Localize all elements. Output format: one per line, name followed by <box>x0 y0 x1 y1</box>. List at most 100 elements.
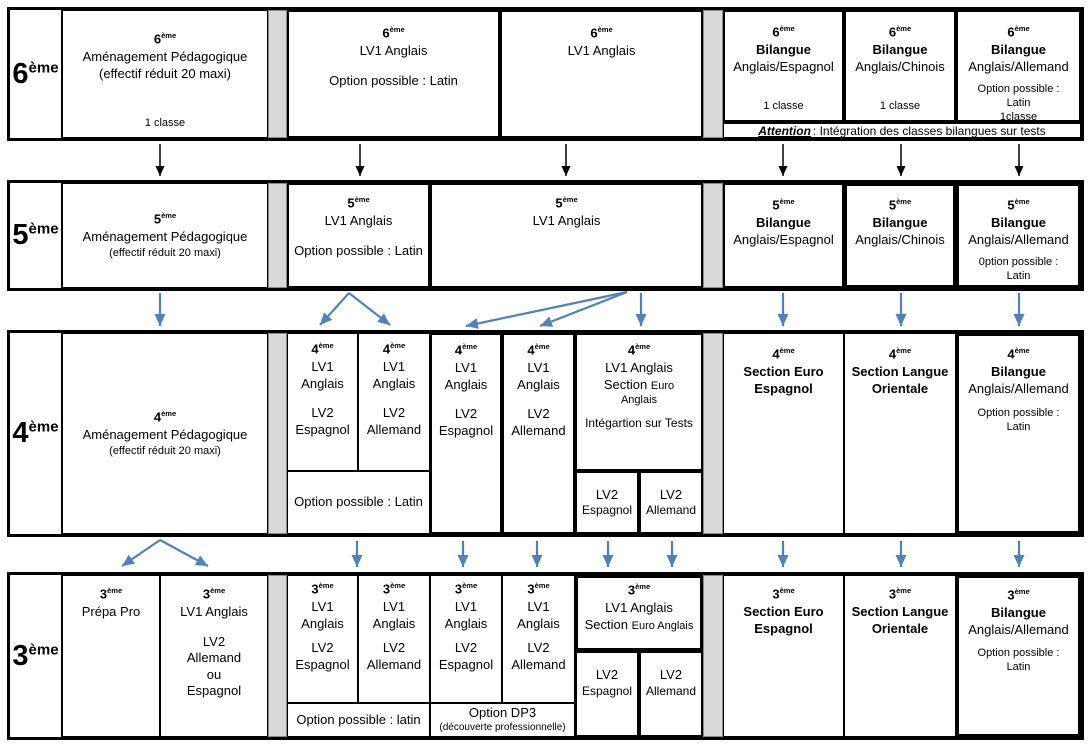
box-5e-lv1-anglais-latin: 5ème LV1 Anglais Option possible : Latin <box>287 183 430 288</box>
box-4e-bilangue-allemand: 4ème Bilangue Anglais/Allemand Option po… <box>956 333 1081 534</box>
grade-superscript: 6ème <box>772 24 795 40</box>
box-3e-lv1-anglais-lv2-allemand-b: 3ème LV1 Anglais LV2 Allemand <box>502 575 575 703</box>
grade-superscript: 5ème <box>888 197 912 213</box>
spacer <box>703 183 723 288</box>
arrow-split <box>539 290 628 328</box>
arrow-split <box>121 539 161 567</box>
box-4e-euro-lv2-espagnol: LV2 Espagnol <box>575 471 639 534</box>
box-6e-bilangue-espagnol: 6ème Bilangue Anglais/Espagnol 1 classe <box>723 10 844 122</box>
box-5e-bilangue-allemand: 5ème Bilangue Anglais/Allemand 0ption po… <box>956 183 1081 288</box>
grade-row-3e: 3ème 3ème Prépa Pro 3ème LV1 Anglais LV2… <box>7 572 1084 740</box>
spacer <box>268 183 287 288</box>
spacer <box>268 333 287 534</box>
grade-superscript: 3ème <box>99 586 123 602</box>
arrow-split <box>465 290 628 329</box>
grade-superscript: 6ème <box>1007 24 1030 40</box>
grade-superscript: 3ème <box>1007 587 1030 603</box>
class-count: 1 classe <box>144 116 186 129</box>
box-3e-option-latin: Option possible : latin <box>287 703 430 737</box>
grade-label: 3ème <box>12 639 59 672</box>
grade-superscript: 6ème <box>590 25 613 41</box>
option-note: Option possible : <box>977 83 1060 96</box>
row-label-3e: 3ème <box>10 575 62 737</box>
box-3e-option-dp3: Option DP3 (découverte professionnelle) <box>430 703 575 737</box>
box-6e-bilangue-allemand: 6ème Bilangue Anglais/Allemand Option po… <box>956 10 1081 124</box>
row-label-6e: 6ème <box>10 10 62 138</box>
grade-superscript: 3ème <box>527 581 550 597</box>
spacer <box>268 575 287 737</box>
box-5e-bilangue-espagnol: 5ème Bilangue Anglais/Espagnol <box>723 183 844 288</box>
arrows-5e-to-4e <box>154 290 1025 329</box>
arrow-split <box>159 539 209 567</box>
grade-superscript: 3ème <box>627 582 651 598</box>
grade-superscript: 4ème <box>772 346 795 362</box>
box-3e-section-euro-espagnol: 3ème Section Euro Espagnol <box>723 575 844 737</box>
integration-note: Intégartion sur Tests <box>585 416 693 431</box>
row-label-4e: 4ème <box>10 333 62 534</box>
box-6e-amenagement: 6ème Aménagement Pédagogique (effectif r… <box>62 10 268 138</box>
option-note: Option possible : Latin <box>329 72 458 88</box>
class-count: 1 classe <box>879 99 921 112</box>
box-3e-lv1-anglais-lv2-espagnol-b: 3ème LV1 Anglais LV2 Espagnol <box>430 575 502 703</box>
box-3e-section-langue-orientale: 3ème Section Langue Orientale <box>844 575 956 737</box>
box-3e-lv1-anglais-lv2-espagnol-a: 3ème LV1 Anglais LV2 Espagnol <box>287 575 358 703</box>
grade-superscript: 5ème <box>555 195 578 211</box>
option-note: Option possible : <box>977 407 1060 420</box>
grade-superscript: 4ème <box>527 342 550 358</box>
grade-label: 6ème <box>12 57 59 90</box>
grade-superscript: 5ème <box>772 197 795 213</box>
box-4e-lv1-anglais-lv2-allemand-a: 4ème LV1 Anglais LV2 Allemand <box>358 333 430 471</box>
box-3e-euro-lv2-espagnol: LV2 Espagnol <box>575 651 639 737</box>
class-count: 1classe <box>999 111 1038 124</box>
box-4e-section-langue-orientale: 4ème Section Langue Orientale <box>844 333 956 534</box>
box-4e-lv1-anglais-lv2-espagnol-b: 4ème LV1 Anglais LV2 Espagnol <box>430 333 502 534</box>
spacer <box>268 10 287 138</box>
grade-superscript: 6ème <box>888 24 912 40</box>
grade-superscript: 6ème <box>382 25 405 41</box>
grade-superscript: 4ème <box>382 341 406 357</box>
attention-note: Attention : Intégration des classes bila… <box>723 122 1081 138</box>
grade-superscript: 4ème <box>1007 346 1030 362</box>
grade-label: 4ème <box>12 417 59 449</box>
grade-superscript: 3ème <box>888 586 912 602</box>
box-4e-amenagement: 4ème Aménagement Pédagogique (effectif r… <box>62 333 268 534</box>
grade-superscript: 3ème <box>311 581 334 597</box>
grade-superscript: 4ème <box>454 342 478 358</box>
grade-superscript: 5ème <box>153 211 177 227</box>
grade-superscript: 3ème <box>382 581 406 597</box>
grade-row-5e: 5ème 5ème Aménagement Pédagogique (effec… <box>7 180 1084 291</box>
grade-superscript: 5ème <box>347 195 370 211</box>
arrows-6e-to-5e <box>155 144 1024 176</box>
option-note: Option possible : Latin <box>294 242 423 258</box>
grade-superscript: 4ème <box>311 341 334 357</box>
box-5e-lv1-anglais: 5ème LV1 Anglais <box>430 183 703 288</box>
spacer <box>703 575 723 737</box>
box-5e-bilangue-chinois: 5ème Bilangue Anglais/Chinois <box>844 183 956 288</box>
arrow-split <box>348 292 391 326</box>
box-6e-lv1-anglais: 6ème LV1 Anglais <box>500 10 703 138</box>
spacer <box>703 10 723 138</box>
box-4e-lv1-anglais-lv2-allemand-b: 4ème LV1 Anglais LV2 Allemand <box>502 333 575 534</box>
grade-superscript: 4ème <box>888 346 912 362</box>
box-6e-lv1-anglais-latin: 6ème LV1 Anglais Option possible : Latin <box>287 10 500 138</box>
box-3e-lv1-anglais-lv2-allemand-a: 3ème LV1 Anglais LV2 Allemand <box>358 575 430 703</box>
box-6e-bilangue-chinois: 6ème Bilangue Anglais/Chinois 1 classe <box>844 10 956 122</box>
box-5e-amenagement: 5ème Aménagement Pédagogique (effectif r… <box>62 183 268 288</box>
grade-row-6e: 6ème 6ème Aménagement Pédagogique (effec… <box>7 7 1084 141</box>
box-4e-section-euro-anglais: 4ème LV1 Anglais Section Euro Anglais In… <box>575 333 703 471</box>
class-count: 1 classe <box>763 99 804 112</box>
arrow-split <box>319 292 350 326</box>
box-4e-section-euro-espagnol: 4ème Section Euro Espagnol <box>723 333 844 534</box>
option-note: Option possible : <box>977 647 1060 660</box>
grade-superscript: 4ème <box>627 342 651 358</box>
spacer <box>703 333 723 534</box>
box-4e-lv1-anglais-lv2-espagnol-a: 4ème LV1 Anglais LV2 Espagnol <box>287 333 358 471</box>
box-3e-prepa-pro: 3ème Prépa Pro <box>62 575 160 737</box>
grade-superscript: 3ème <box>772 586 795 602</box>
box-3e-bilangue-allemand: 3ème Bilangue Anglais/Allemand Option po… <box>956 575 1081 737</box>
grade-label: 5ème <box>12 219 59 251</box>
box-3e-lv1-anglais-lv2-mixte: 3ème LV1 Anglais LV2 Allemand ou Espagno… <box>160 575 268 737</box>
box-3e-section-euro-anglais: 3ème LV1 Anglais Section Euro Anglais <box>575 575 703 651</box>
grade-row-4e: 4ème 4ème Aménagement Pédagogique (effec… <box>7 330 1084 537</box>
